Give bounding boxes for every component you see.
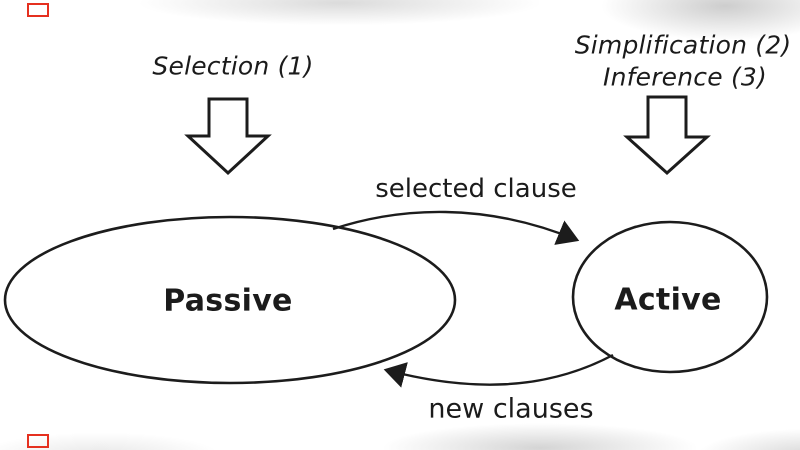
passive-node-label: Passive (163, 283, 293, 319)
new-clauses-label: new clauses (428, 393, 594, 425)
new-clauses-arrow (383, 353, 614, 388)
selected-clause-label: selected clause (375, 174, 577, 204)
selection-label: Selection (1) (152, 51, 314, 81)
simplification-down-arrow-icon (623, 95, 711, 176)
active-ellipse (571, 220, 769, 374)
red-marker-bottom-left (27, 434, 49, 448)
red-marker-top-left (27, 3, 49, 17)
active-node-label: Active (614, 282, 722, 318)
simplification-label: Simplification (2) (574, 30, 792, 60)
passive-ellipse (3, 215, 457, 385)
selected-clause-arrow (332, 210, 580, 245)
inference-label: Inference (3) (603, 62, 767, 92)
selection-down-arrow-icon (184, 97, 272, 176)
